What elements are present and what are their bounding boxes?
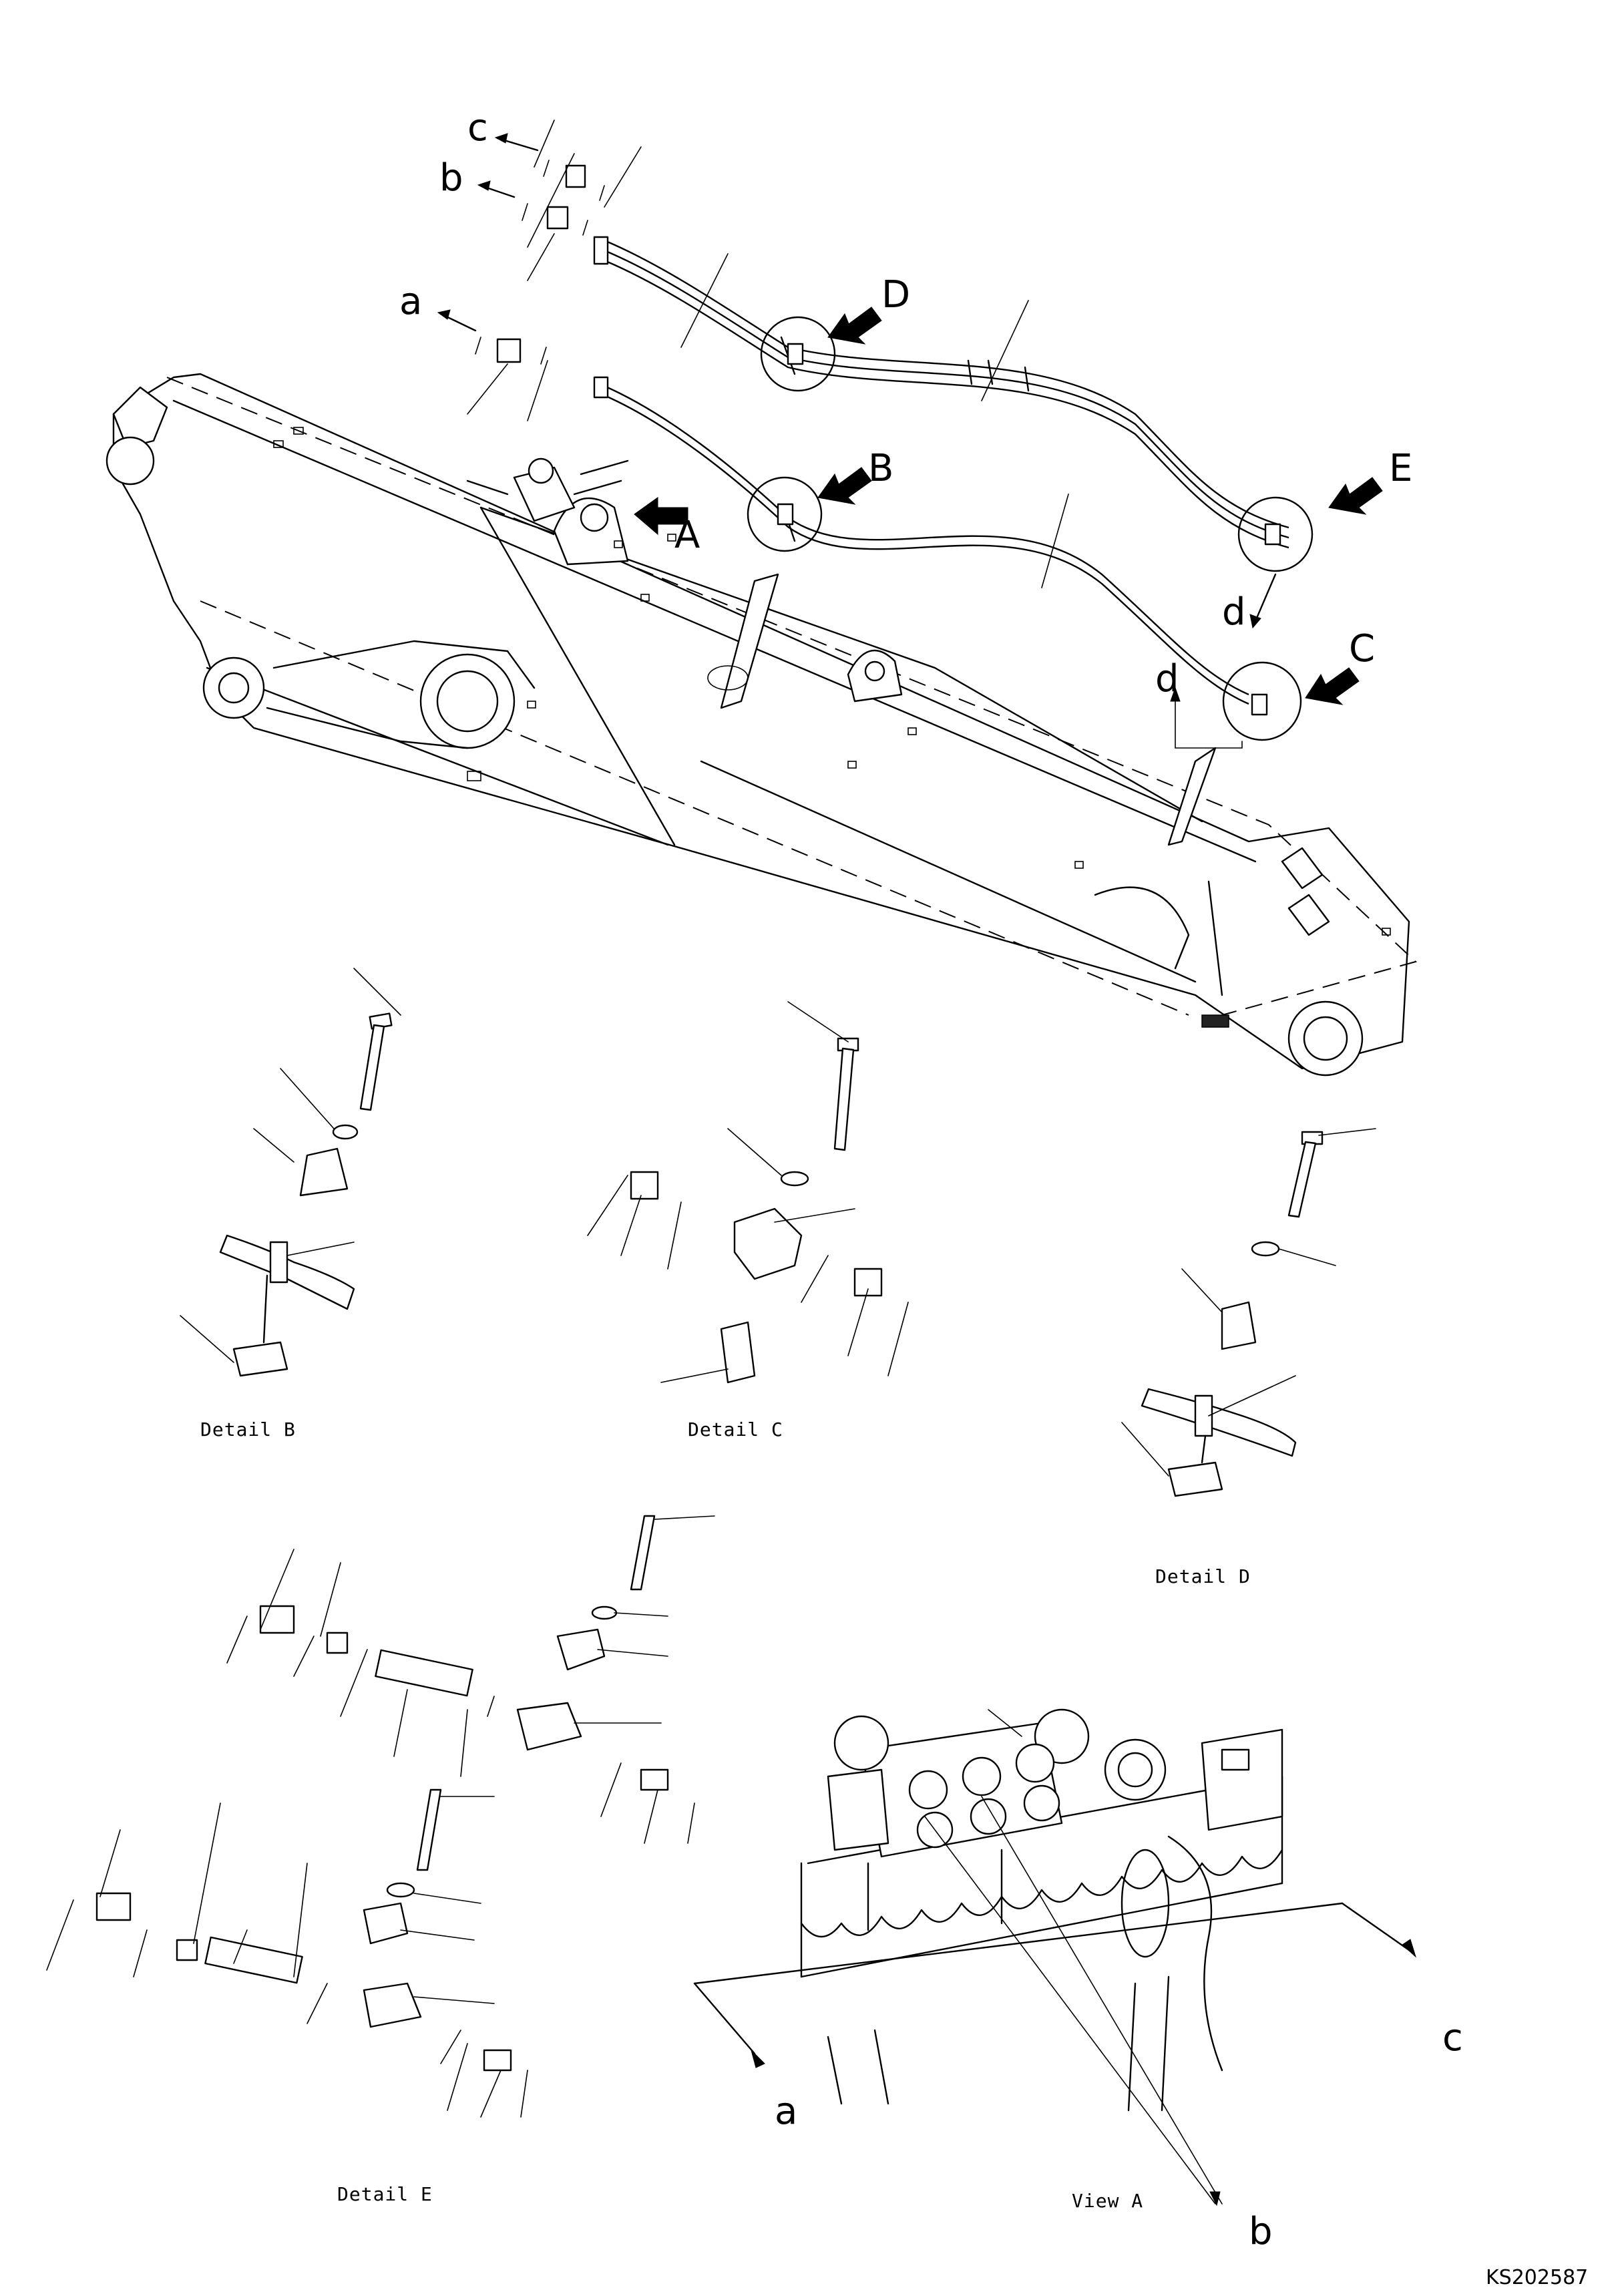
detail-circles	[747, 316, 1314, 741]
view-arrows	[634, 307, 1383, 749]
detail-e-lower: Detail E	[46, 1788, 528, 2205]
arrow-a	[437, 309, 451, 320]
label-a: a	[399, 280, 422, 323]
top-fittings	[437, 120, 642, 421]
caption-detail-c: Detail C	[688, 1418, 783, 1441]
detail-b: Detail B	[180, 968, 401, 1441]
drawing-code: KS202587	[1486, 2266, 1588, 2289]
arrow-b	[477, 180, 491, 191]
label-d-lower: d	[1155, 657, 1179, 701]
detail-c: Detail C	[587, 1001, 909, 1441]
arrow-A	[634, 497, 688, 536]
arrow-D	[827, 307, 882, 345]
hose-routing	[593, 236, 1289, 705]
label-d-upper: d	[1222, 590, 1246, 634]
view-a-label-b: b	[1249, 2210, 1273, 2253]
label-c: c	[467, 106, 488, 150]
caption-detail-e: Detail E	[337, 2183, 433, 2205]
arrow-c	[494, 133, 508, 144]
callout-labels: c b a D B A E C d d	[399, 106, 1412, 701]
arrow-C	[1305, 667, 1360, 705]
detail-e-upper	[226, 1515, 715, 1844]
label-C: C	[1349, 627, 1375, 671]
view-a: c a b View A	[693, 1708, 1463, 2253]
label-D: D	[881, 273, 910, 317]
arrow-B	[817, 467, 872, 505]
caption-view-a: View A	[1072, 2190, 1143, 2212]
detail-d: Detail D	[1121, 1128, 1376, 1587]
caption-detail-d: Detail D	[1155, 1565, 1251, 1587]
label-A: A	[674, 514, 700, 557]
boom-assembly	[106, 373, 1417, 1077]
view-a-label-c: c	[1442, 2016, 1463, 2060]
caption-detail-b: Detail B	[200, 1418, 296, 1441]
arrow-E	[1328, 477, 1383, 515]
label-B: B	[868, 447, 893, 490]
label-E: E	[1389, 447, 1412, 490]
label-b: b	[439, 156, 463, 200]
view-a-label-a: a	[775, 2090, 797, 2133]
